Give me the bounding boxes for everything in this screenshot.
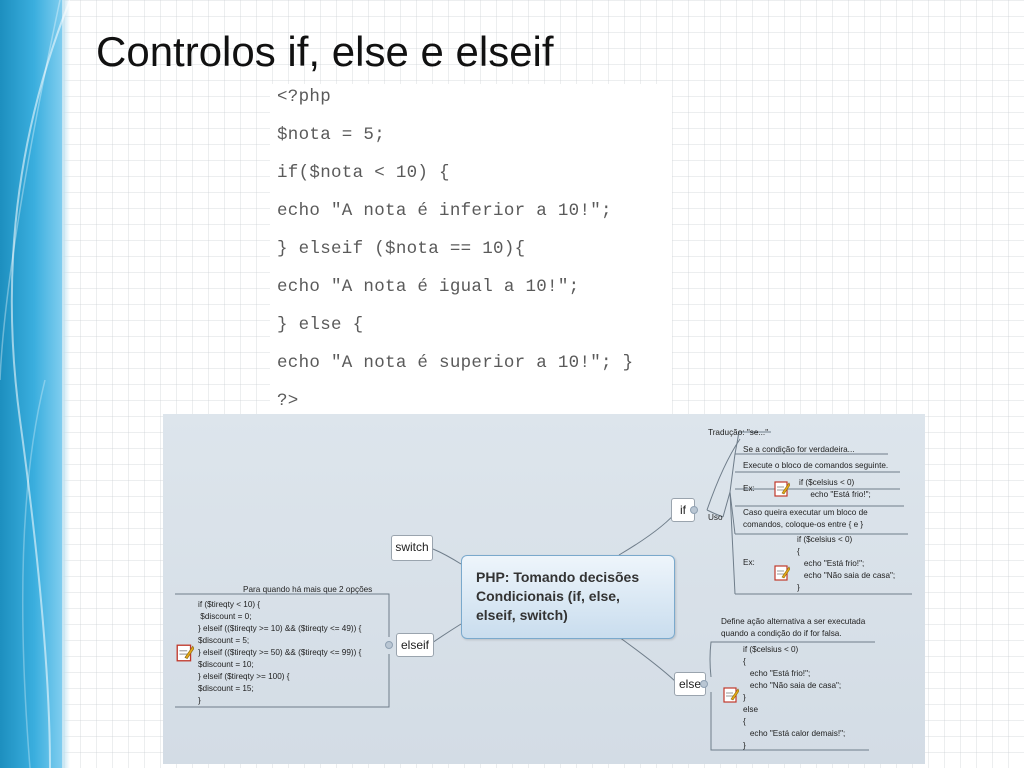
else-definition-text: Define ação alternativa a ser executada … xyxy=(721,617,866,638)
if-uso-label: Uso xyxy=(708,513,723,522)
central-topic: PHP: Tomando decisões Condicionais (if, … xyxy=(461,555,675,639)
note-icon xyxy=(176,644,194,662)
else-example-code: if ($celsius < 0) { echo "Está frio!"; e… xyxy=(743,645,846,750)
code-line: if($nota < 10) { xyxy=(277,163,450,183)
if-execute-text: Execute o bloco de comandos seguinte. xyxy=(743,461,889,470)
elseif-node: elseif xyxy=(396,633,434,657)
elseif-note-text: Para quando há mais que 2 opções xyxy=(243,585,373,594)
slide-side-edge xyxy=(62,0,70,768)
mindmap-diagram: PHP: Tomando decisões Condicionais (if, … xyxy=(163,414,925,764)
side-decoration xyxy=(0,0,70,768)
note-icon xyxy=(774,481,790,497)
note-icon xyxy=(723,687,739,703)
code-line: echo "A nota é inferior a 10!"; xyxy=(277,201,612,221)
switch-node: switch xyxy=(391,535,433,561)
code-line: } else { xyxy=(277,315,364,335)
branch-dot xyxy=(690,506,698,514)
note-icon xyxy=(774,565,790,581)
elseif-example-code: if ($tireqty < 10) { $discount = 0; } el… xyxy=(198,600,362,705)
if-condition-text: Se a condição for verdadeira... xyxy=(743,445,855,454)
code-line: } elseif ($nota == 10){ xyxy=(277,239,526,259)
if-braces-text: Caso queira executar um bloco de comando… xyxy=(743,508,868,529)
branch-dot xyxy=(385,641,393,649)
if-block-example-code: if ($celsius < 0) { echo "Está frio!"; e… xyxy=(797,535,896,592)
slide-title: Controlos if, else e elseif xyxy=(96,28,554,75)
branch-dot xyxy=(700,680,708,688)
central-topic-label: PHP: Tomando decisões Condicionais (if, … xyxy=(476,569,640,623)
code-line: echo "A nota é superior a 10!"; } xyxy=(277,353,634,373)
example-label: Ex: xyxy=(743,484,755,493)
if-example-code: if ($celsius < 0) echo "Está frio!"; xyxy=(799,478,871,499)
code-line: echo "A nota é igual a 10!"; xyxy=(277,277,580,297)
code-line: $nota = 5; xyxy=(277,125,386,145)
code-line: ?> xyxy=(277,391,299,411)
if-translation-text: Tradução: "se..." xyxy=(708,428,769,437)
example-label: Ex: xyxy=(743,558,755,567)
code-line: <?php xyxy=(277,87,332,107)
php-code-snippet: <?php $nota = 5; if($nota < 10) { echo "… xyxy=(270,84,672,414)
if-node: if xyxy=(671,498,695,522)
